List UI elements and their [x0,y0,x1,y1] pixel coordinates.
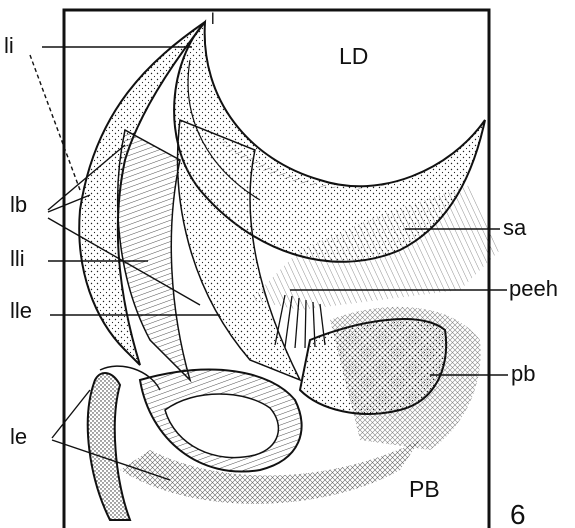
figure-number: 6 [510,499,526,528]
region-label-pb: PB [409,476,440,502]
appendage-le [88,373,130,520]
label-tip: l [211,11,215,28]
region-label-ld: LD [339,43,368,69]
label-peeh: peeh [509,276,558,301]
label-lb: lb [10,192,27,217]
label-lli: lli [10,246,25,271]
label-le: le [10,424,27,449]
leader-le-1 [52,390,90,438]
label-li: li [4,33,14,58]
label-pb: pb [511,361,535,386]
leader-li-dashed [30,55,80,190]
label-sa: sa [503,215,527,240]
label-lle: lle [10,298,32,323]
